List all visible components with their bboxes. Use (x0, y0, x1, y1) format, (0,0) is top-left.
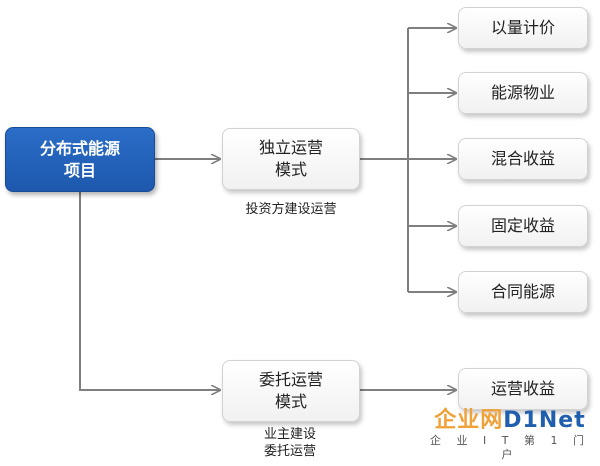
leaf-mixed-revenue: 混合收益 (458, 138, 588, 180)
caption-entrusted-line-1: 业主建设 (263, 427, 316, 442)
root-line-1: 分布式能源 (39, 138, 120, 158)
leaf-contract-energy: 合同能源 (458, 271, 588, 313)
leaf-fixed-revenue: 固定收益 (458, 205, 588, 247)
entrusted-line-1: 委托运营 (258, 370, 323, 389)
leaf-operation-revenue: 运营收益 (458, 368, 588, 410)
leaf-label: 固定收益 (490, 216, 555, 235)
entrusted-line-2: 模式 (274, 392, 307, 411)
watermark-logo: 企业网D1Net (426, 408, 594, 434)
leaf-label: 以量计价 (490, 18, 555, 37)
leaf-label: 能源物业 (490, 83, 555, 102)
watermark-logo-en: D1Net (503, 408, 586, 433)
leaf-energy-property: 能源物业 (458, 72, 588, 114)
caption-entrusted-operation: 业主建设 委托运营 (240, 426, 340, 460)
independent-line-2: 模式 (274, 160, 307, 179)
node-root-distributed-energy: 分布式能源 项目 (5, 127, 155, 192)
node-independent-operation: 独立运营 模式 (222, 128, 360, 190)
leaf-label: 合同能源 (490, 282, 555, 301)
caption-entrusted-line-2: 委托运营 (263, 444, 316, 459)
watermark-logo-cn: 企业网 (434, 408, 504, 433)
root-line-2: 项目 (63, 160, 96, 180)
leaf-label: 运营收益 (490, 379, 555, 398)
leaf-volume-pricing: 以量计价 (458, 7, 588, 49)
caption-independent-line-1: 投资方建设运营 (245, 202, 337, 217)
watermark-d1net: 企业网D1Net 企 业 I T 第 1 门 户 (426, 408, 594, 462)
edge-root-to-entrusted (79, 192, 220, 390)
watermark-tagline: 企 业 I T 第 1 门 户 (430, 434, 590, 461)
independent-line-1: 独立运营 (258, 138, 323, 157)
leaf-label: 混合收益 (490, 149, 555, 168)
caption-independent-operation: 投资方建设运营 (226, 201, 356, 218)
node-entrusted-operation: 委托运营 模式 (222, 360, 360, 422)
